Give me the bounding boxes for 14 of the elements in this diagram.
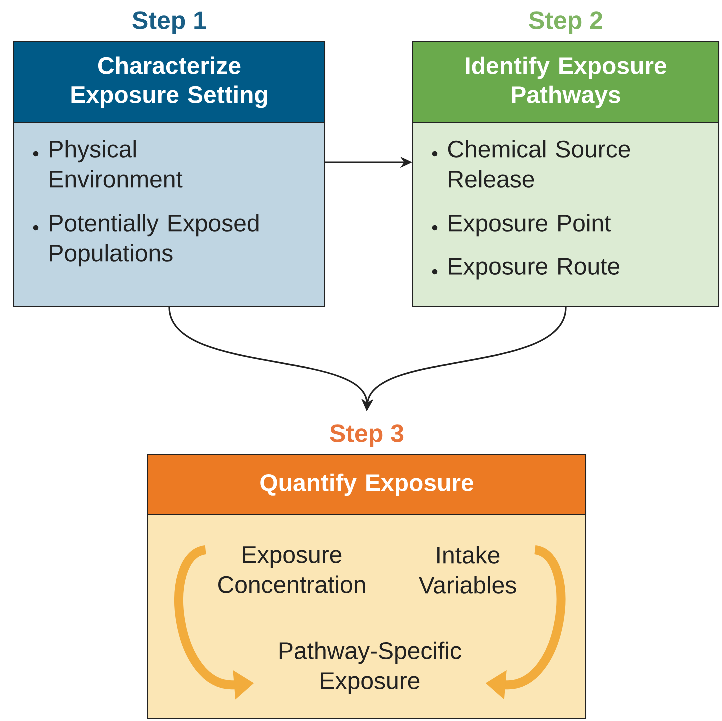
- step-label: Step 2: [529, 12, 602, 34]
- bullet-text: Chemical Source Release: [448, 140, 630, 188]
- bullet-text: Potentially Exposed Populations: [50, 214, 259, 267]
- header-band: Identify Exposure Pathways: [412, 42, 720, 124]
- label-text: Pathway-Specific Exposure: [280, 642, 462, 694]
- header-band: Quantify Exposure: [148, 454, 586, 516]
- label-text: Exposure Concentration: [218, 546, 366, 594]
- step-label: Step 3: [330, 424, 404, 448]
- label-text: Intake Variables: [418, 546, 516, 594]
- step-label: Step 1: [132, 12, 206, 34]
- header-band: Characterize Exposure Setting: [14, 42, 326, 124]
- bullet-text: Exposure Point: [449, 214, 612, 237]
- bullet-text: Exposure Route: [449, 258, 620, 280]
- bullet-text: Physical Environment: [50, 140, 183, 188]
